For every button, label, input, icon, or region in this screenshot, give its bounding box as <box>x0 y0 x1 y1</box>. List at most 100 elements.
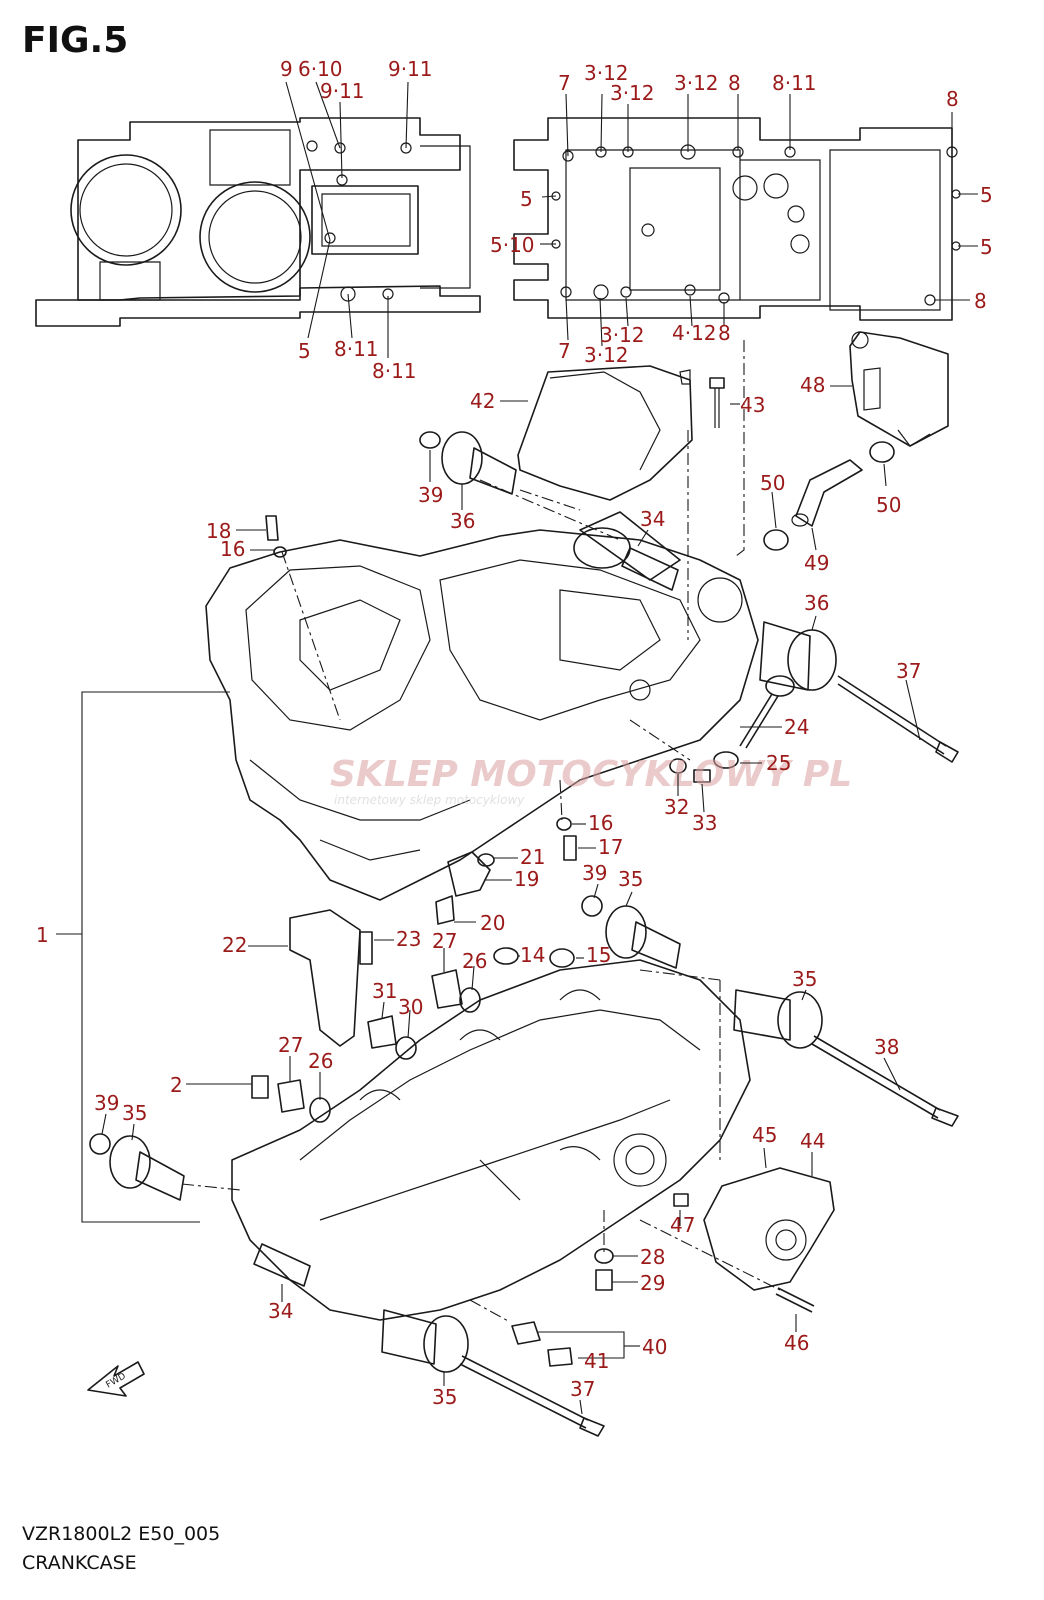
callout-3-12: 3·12 <box>610 81 655 105</box>
sensor-18 <box>265 515 287 558</box>
svg-text:SKLEP MOTOCYKLOWY PL: SKLEP MOTOCYKLOWY PL <box>330 754 852 795</box>
callout-42: 42 <box>470 389 495 413</box>
callout-36: 36 <box>804 591 829 615</box>
crankcase-bottom-view-right <box>513 117 961 321</box>
group-40-bracket <box>538 1331 640 1359</box>
callout-19: 19 <box>514 867 539 891</box>
callout-50: 50 <box>760 471 785 495</box>
callout-9-11: 9·11 <box>320 79 365 103</box>
o-ring-25 <box>713 751 739 769</box>
callout-17: 17 <box>598 835 623 859</box>
plug-35-left <box>109 1135 185 1201</box>
pipe-19 <box>447 851 495 897</box>
figure-caption: CRANKCASE <box>22 1552 137 1574</box>
oil-pan-cover-42 <box>517 365 693 501</box>
callout-8: 8 <box>728 71 741 95</box>
o-ring-15 <box>549 948 575 968</box>
plug-27-lower <box>277 1079 305 1113</box>
leader-lines <box>101 81 978 1415</box>
callout-26: 26 <box>308 1049 333 1073</box>
callout-46: 46 <box>784 1331 809 1355</box>
callout-8: 8 <box>974 289 987 313</box>
plug-35-bottom <box>381 1309 469 1373</box>
bolt-37-lower <box>459 1355 605 1437</box>
sensor-40 <box>511 1321 541 1345</box>
callout-7: 7 <box>558 339 571 363</box>
callout-37: 37 <box>570 1377 595 1401</box>
callout-26: 26 <box>462 949 487 973</box>
plug-35-upper <box>759 621 837 691</box>
watermark: SKLEP MOTOCYKLOWY PL internetowy sklep m… <box>330 754 852 807</box>
bolt-33 <box>693 769 711 783</box>
o-ring-39-a <box>419 431 441 449</box>
callout-38: 38 <box>874 1035 899 1059</box>
callout-34: 34 <box>640 507 665 531</box>
dowel-pin-34-upper <box>621 547 679 591</box>
callout-8-11: 8·11 <box>334 337 379 361</box>
o-ring-14 <box>493 947 519 965</box>
callout-35: 35 <box>122 1101 147 1125</box>
callout-14: 14 <box>520 943 545 967</box>
callout-47: 47 <box>670 1213 695 1237</box>
bolt-38 <box>811 1035 959 1127</box>
dipstick-24 <box>739 675 795 749</box>
callout-50: 50 <box>876 493 901 517</box>
callout-5: 5 <box>298 339 311 363</box>
plug-29 <box>595 1269 613 1291</box>
callout-9: 9 <box>280 57 293 81</box>
o-ring-39-c <box>89 1133 111 1155</box>
crankcase-top-view-left <box>35 117 481 327</box>
washer-26-upper <box>459 987 481 1013</box>
bracket-22 <box>289 909 361 1047</box>
bolt-43 <box>709 377 725 428</box>
dowel-pin-2 <box>251 1075 269 1099</box>
figure-title: FIG.5 <box>22 20 129 61</box>
callout-22: 22 <box>222 933 247 957</box>
callout-41: 41 <box>584 1349 609 1373</box>
callout-21: 21 <box>520 845 545 869</box>
callout-28: 28 <box>640 1245 665 1269</box>
callout-44: 44 <box>800 1129 825 1153</box>
breather-cover-48 <box>849 331 949 447</box>
bolt-46 <box>775 1287 815 1313</box>
cover-44 <box>703 1167 835 1291</box>
callout-labels: 1 2 9 6·10 9·11 9·11 5 8·11 8·11 7 3·12 … <box>36 57 993 1409</box>
callout-6-10: 6·10 <box>298 57 343 81</box>
callout-1: 1 <box>36 923 49 947</box>
callout-40: 40 <box>642 1335 667 1359</box>
callout-45: 45 <box>752 1123 777 1147</box>
callout-16: 16 <box>588 811 613 835</box>
callout-2: 2 <box>170 1073 183 1097</box>
callout-48: 48 <box>800 373 825 397</box>
callout-5: 5 <box>980 235 993 259</box>
callout-24: 24 <box>784 715 809 739</box>
breather-hose-49 <box>791 459 863 527</box>
bolt-23 <box>359 931 373 965</box>
hose-clamp-50a <box>763 529 789 551</box>
callout-3-12: 3·12 <box>584 343 629 367</box>
callout-49: 49 <box>804 551 829 575</box>
callout-8-11: 8·11 <box>372 359 417 383</box>
callout-7: 7 <box>558 71 571 95</box>
callout-18: 18 <box>206 519 231 543</box>
washer-26-lower <box>309 1097 331 1123</box>
bolt-20 <box>435 895 455 925</box>
callout-3-12: 3·12 <box>600 323 645 347</box>
callout-30: 30 <box>398 995 423 1019</box>
callout-8: 8 <box>946 87 959 111</box>
callout-5: 5 <box>980 183 993 207</box>
callout-8: 8 <box>718 321 731 345</box>
hose-clamp-50b <box>869 441 895 463</box>
plug-31 <box>367 1015 397 1049</box>
plug-35-mid <box>605 905 681 969</box>
callout-33: 33 <box>692 811 717 835</box>
bolt-37-upper <box>837 675 959 763</box>
callout-23: 23 <box>396 927 421 951</box>
plug-27-upper <box>431 969 463 1009</box>
callout-15: 15 <box>586 943 611 967</box>
callout-5-10: 5·10 <box>490 233 535 257</box>
center-lines <box>181 340 781 1323</box>
callout-4-12: 4·12 <box>672 321 717 345</box>
callout-43: 43 <box>740 393 765 417</box>
